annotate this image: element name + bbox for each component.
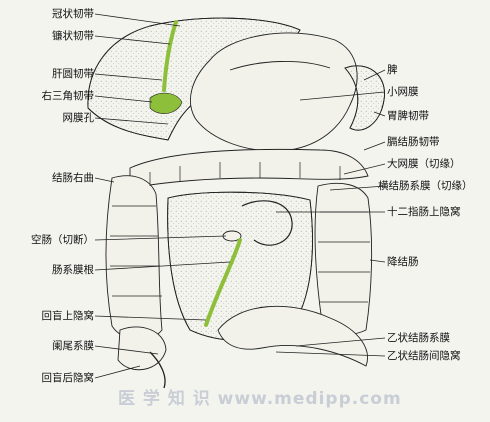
label-greater-omentum-cut: 大网膜（切缘） [387,158,461,170]
label-mesentery-root: 肠系膜根 [52,264,94,276]
label-lesser-omentum: 小网膜 [387,86,419,98]
sigmoid-colon [217,305,368,367]
label-retrocecal-recess: 回盲后隐窝 [41,372,95,384]
label-transverse-mesocolon-cut: 横结肠系膜（切缘） [378,180,473,192]
label-phrenicocolic-ligament: 膈结肠韧带 [387,136,440,148]
stomach-fold [229,60,331,71]
duodenum [241,200,293,246]
stomach [189,32,358,152]
label-falciform-ligament: 镰状韧带 [52,30,94,42]
label-right-colic-flexure: 结肠右曲 [52,172,94,184]
label-sigmoid-mesocolon: 乙状结肠系膜 [387,332,450,344]
label-gastrosplenic-ligament: 胃脾韧带 [387,110,429,122]
label-right-triangular-ligament: 右三角韧带 [41,90,95,102]
label-mesoappendix: 阑尾系膜 [52,340,94,352]
label-descending-colon: 降结肠 [387,256,419,268]
mesentery-root-green [204,238,242,327]
label-intersigmoid-recess: 乙状结肠间隐窝 [387,350,461,362]
label-round-ligament-liver: 肝圆韧带 [52,68,94,80]
transverse-colon [129,148,369,189]
round-ligament-green [149,92,183,114]
cecum [117,326,167,371]
falciform-ligament-green [162,20,178,92]
descending-colon [314,182,373,335]
label-superior-ileocecal-recess: 回盲上隐窝 [41,310,95,322]
ascending-colon [105,175,163,341]
appendix [149,351,166,389]
label-superior-duodenal-recess: 十二指肠上隐窝 [387,206,461,218]
label-spleen: 脾 [387,64,398,76]
leader-lines-right [275,69,386,357]
label-omental-foramen: 网膜孔 [62,112,95,124]
label-jejunum-cut: 空肠（切断） [31,234,94,246]
label-coronary-ligament: 冠状韧带 [52,8,94,20]
leader-lines-left [94,13,231,379]
watermark: 医 学 知 识 www.medipp.com [118,389,402,409]
